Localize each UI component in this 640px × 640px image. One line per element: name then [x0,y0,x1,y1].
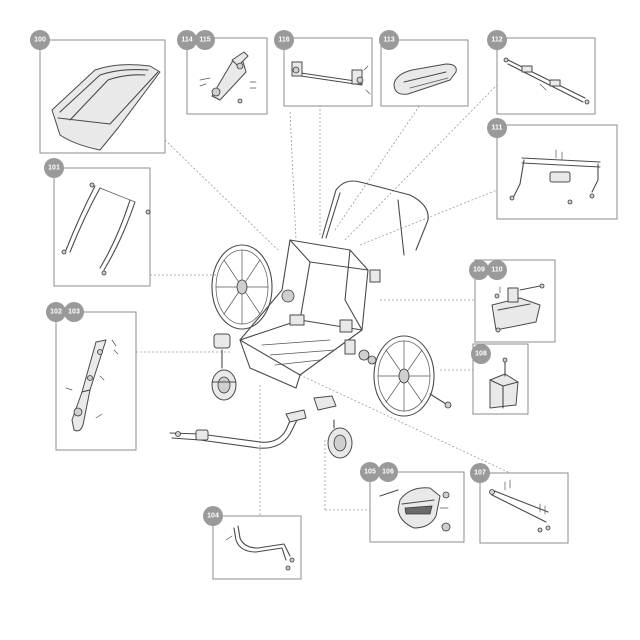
badge-105: 105 [360,462,380,482]
frame [239,239,381,389]
badge-label: 106 [382,469,394,476]
crossbar-part [503,57,590,105]
badge-label: 100 [34,37,46,44]
front-wheel-left [211,333,237,401]
hitch-cup-part [379,487,451,532]
canopy-part [51,64,161,151]
stroller-main-assembly [169,180,452,459]
badge-label: 105 [364,469,376,476]
badge-label: 112 [491,37,502,44]
axle-part [489,479,551,533]
badge-label: 115 [199,37,210,44]
handlebar-assembly-part [509,149,601,205]
badge-110: 110 [487,260,507,280]
badge-106: 106 [378,462,398,482]
detail-box-112 [496,37,596,115]
badge-101: 101 [44,158,64,178]
badge-label: 116 [278,37,289,44]
badge-label: 110 [491,267,502,274]
badge-111: 111 [487,118,507,138]
brake-housing-part [489,357,519,409]
detail-box-107 [479,472,569,544]
badge-102: 102 [46,302,66,322]
badge-100: 100 [30,30,50,50]
handlebar [321,180,429,251]
suspension-arm-part [65,339,119,432]
badge-label: 102 [50,309,62,316]
badge-113: 113 [379,30,399,50]
badge-label: 114 [181,37,192,44]
badge-label: 104 [207,513,219,520]
badge-label: 108 [475,351,487,358]
badge-104: 104 [203,506,223,526]
brake-lever-part [199,51,257,104]
badge-103: 103 [64,302,84,322]
axle-rod-part [291,61,371,95]
front-wheel-right [313,395,353,459]
right-wheel [373,335,452,417]
badge-108: 108 [471,344,491,364]
left-wheel [211,244,273,330]
badge-label: 101 [48,165,60,172]
badge-label: 103 [68,309,80,316]
tow-arm [169,409,307,449]
badge-114: 114 [177,30,197,50]
badge-label: 109 [473,267,485,274]
mount-bracket-part [491,283,545,333]
stroller-arm-part [225,525,295,571]
badge-115: 115 [195,30,215,50]
detail-box-102 [55,311,137,451]
detail-box-101 [53,167,151,287]
roll-bar-part [61,182,151,276]
leader-lines [136,84,511,516]
badge-label: 113 [383,37,394,44]
badge-label: 107 [474,470,486,477]
badge-116: 116 [274,30,294,50]
badge-label: 111 [492,125,503,132]
badge-112: 112 [487,30,507,50]
handle-grip-part [393,63,457,95]
badge-107: 107 [470,463,490,483]
badge-109: 109 [469,260,489,280]
